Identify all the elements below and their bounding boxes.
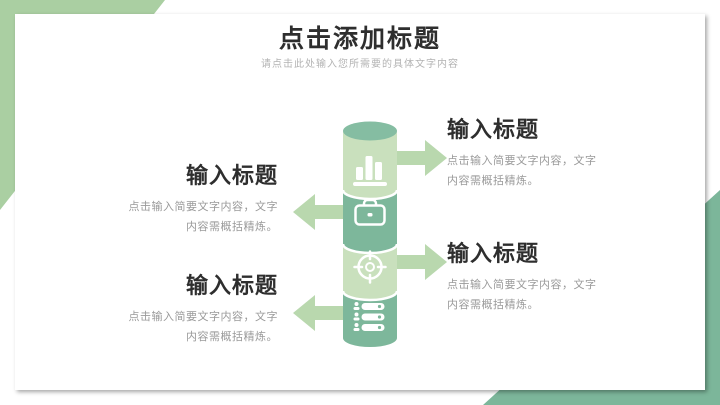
content-block-middle-left: 输入标题 点击输入简要文字内容，文字 内容需概括精炼。 <box>106 163 278 237</box>
block-body[interactable]: 点击输入简要文字内容，文字 内容需概括精炼。 <box>447 151 619 191</box>
block-body[interactable]: 点击输入简要文字内容，文字 内容需概括精炼。 <box>106 307 278 347</box>
block-title[interactable]: 输入标题 <box>447 241 540 266</box>
block-body-line1: 点击输入简要文字内容，文字 <box>447 155 597 167</box>
slide-subtitle-placeholder[interactable]: 请点击此处输入您所需要的具体文字内容 <box>261 59 459 70</box>
block-title[interactable]: 输入标题 <box>447 117 540 142</box>
content-block-top-right: 输入标题 点击输入简要文字内容，文字 内容需概括精炼。 <box>447 117 619 191</box>
block-title[interactable]: 输入标题 <box>185 273 278 298</box>
block-body[interactable]: 点击输入简要文字内容，文字 内容需概括精炼。 <box>106 197 278 237</box>
block-title[interactable]: 输入标题 <box>185 163 278 188</box>
block-body-line1: 点击输入简要文字内容，文字 <box>128 201 278 213</box>
block-body-line2: 内容需概括精炼。 <box>186 221 278 233</box>
content-block-bottom-left: 输入标题 点击输入简要文字内容，文字 内容需概括精炼。 <box>106 273 278 347</box>
block-body-line1: 点击输入简要文字内容，文字 <box>447 279 597 291</box>
slide-title-placeholder[interactable]: 点击添加标题 <box>278 25 441 53</box>
block-body-line2: 内容需概括精炼。 <box>186 331 278 343</box>
block-body[interactable]: 点击输入简要文字内容，文字 内容需概括精炼。 <box>447 275 619 315</box>
block-body-line2: 内容需概括精炼。 <box>447 175 539 187</box>
content-block-bottom-right: 输入标题 点击输入简要文字内容，文字 内容需概括精炼。 <box>447 241 619 315</box>
block-body-line2: 内容需概括精炼。 <box>447 299 539 311</box>
block-body-line1: 点击输入简要文字内容，文字 <box>128 311 278 323</box>
